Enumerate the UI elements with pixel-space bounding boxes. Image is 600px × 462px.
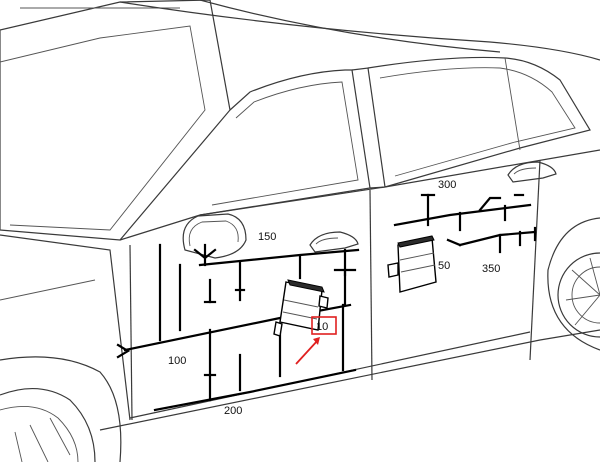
label-100: 100 [168,355,186,367]
label-10: 10 [316,321,328,333]
label-300: 300 [438,179,456,191]
rear-wheel [547,217,600,351]
front-wheel [0,387,96,462]
highlight-arrowhead [313,337,320,345]
highlight-arrow [295,339,319,365]
label-350: 350 [482,263,500,275]
front-door-handle [309,231,359,253]
highlight-callout-10: 10 [295,316,337,365]
label-150: 150 [258,231,276,243]
rear-door-module [387,235,437,293]
side-mirror [182,213,247,259]
highlight-box [311,316,337,335]
label-50: 50 [438,260,450,272]
rear-door-handle [507,161,557,183]
rear-door-harness [393,193,537,254]
label-200: 200 [224,405,242,417]
